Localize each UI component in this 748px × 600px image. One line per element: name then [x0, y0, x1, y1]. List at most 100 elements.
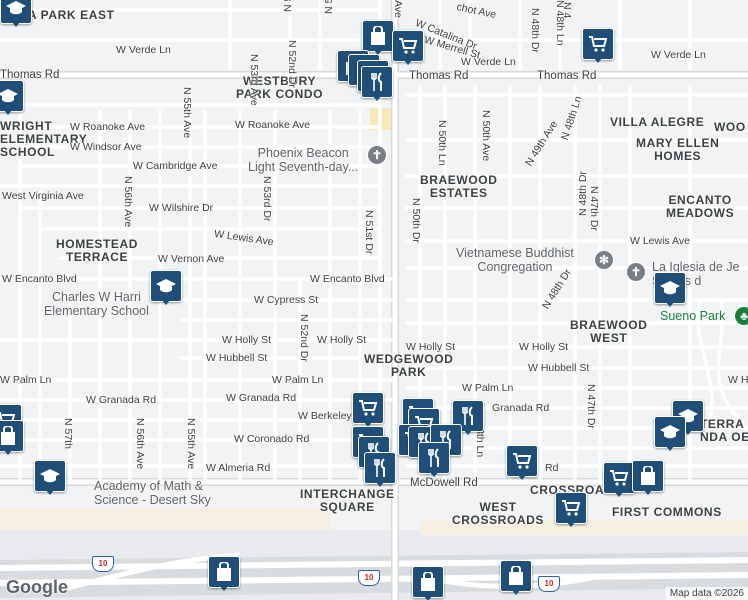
street-label-roanoke: W Roanoke Ave	[70, 121, 146, 133]
school-marker-icon[interactable]	[0, 0, 32, 28]
street-label-granada: W Granada Rd	[226, 392, 297, 404]
shopping-bag-marker-icon[interactable]	[208, 556, 240, 592]
restaurant-marker-icon[interactable]	[364, 452, 396, 488]
school-marker-icon[interactable]	[0, 80, 24, 116]
street-label-almeria: Rd	[545, 462, 559, 474]
street-label-n47dr: N 47th Dr	[588, 186, 600, 231]
street-label-hubbell: W Hubbell St	[206, 352, 268, 364]
street-label-n50ave: N 50th Ave	[480, 110, 492, 162]
street-label-mcdowell: McDowell Rd	[410, 477, 478, 489]
street-label-granada: W Granada Rd	[86, 394, 157, 406]
street-label-verde: W Verde Ln	[651, 49, 706, 61]
interstate-shield: 10	[538, 576, 560, 592]
grocery-store-marker-icon[interactable]	[392, 30, 424, 66]
church-icon[interactable]: ✝	[626, 262, 646, 282]
street-label-hubbell: W Hu	[728, 374, 748, 386]
area-braewood-estates: BRAEWOOD ESTATES	[420, 173, 498, 200]
area-braewood-west: BRAEWOOD WEST	[570, 318, 648, 345]
street-label-roanoke: W Roanoke Ave	[235, 119, 311, 131]
street-label-virginia: West Virginia Ave	[2, 190, 84, 202]
temple-icon[interactable]: ✻	[594, 250, 614, 270]
street-label-almeria: W Almeria Rd	[206, 462, 271, 474]
street-label-palm: W Palm Ln	[272, 374, 324, 386]
street-label-vernon: W Vernon Ave	[158, 253, 225, 265]
street-label-berkeley: W Berkeley	[298, 410, 352, 422]
street-label-verde: W Verde Ln	[116, 44, 171, 56]
street-label-encanto: W Encanto Blvd	[2, 273, 77, 285]
grocery-store-marker-icon[interactable]	[603, 462, 635, 498]
street-label-ave: Ave	[392, 0, 404, 18]
interstate-shield: 10	[92, 556, 114, 572]
poi-phoenix-beacon[interactable]: Phoenix Beacon Light Seventh-day...	[248, 146, 359, 174]
street-label-holly: W Holly St	[519, 341, 569, 353]
street-label-windsor: W Windsor Ave	[70, 141, 142, 153]
park-icon[interactable]: ♣	[734, 306, 748, 326]
shopping-bag-marker-icon[interactable]	[500, 560, 532, 596]
street-label-holly: W Holly St	[317, 334, 367, 346]
restaurant-marker-icon[interactable]	[418, 442, 450, 478]
poi-academy[interactable]: Academy of Math & Science - Desert Sky	[94, 479, 211, 507]
shopping-bag-marker-icon[interactable]	[632, 460, 664, 496]
street-label-granada: Granada Rd	[492, 402, 550, 414]
street-label-encanto: W Encanto Blvd	[310, 273, 385, 285]
street-label-palm: W Palm Ln	[0, 374, 52, 386]
area-wedgewood-park: WEDGEWOOD PARK	[364, 352, 454, 379]
school-marker-icon[interactable]	[150, 270, 182, 306]
street-label-n56ave: N 56th Ave	[134, 418, 146, 470]
street-label-lewis: W Lewis Ave	[630, 235, 690, 247]
area-west-crossroads: WEST CROSSROADS	[452, 500, 545, 527]
restaurant-marker-icon[interactable]	[361, 66, 393, 102]
shopping-bag-marker-icon[interactable]	[0, 420, 24, 456]
shopping-bag-marker-icon[interactable]	[412, 566, 444, 600]
area-homestead: HOMESTEAD TERRACE	[56, 237, 139, 264]
grocery-store-marker-icon[interactable]	[582, 28, 614, 64]
street-label-n53ave: N 53rd Ave	[248, 54, 260, 106]
area-wright: WRIGHT ELEMENTARY SCHOOL	[0, 119, 88, 159]
street-label-wilshire: W Wilshire Dr	[149, 202, 214, 214]
area-westbury: WESTBURY PARK CONDO	[236, 74, 324, 101]
area-first-commons: FIRST COMMONS	[612, 505, 722, 519]
street-label-thomas: Thomas Rd	[537, 70, 597, 82]
street-label-n4: N 4	[561, 2, 573, 19]
street-label-thomas: Thomas Rd	[0, 69, 60, 81]
poi-vietnamese-buddhist[interactable]: Vietnamese Buddhist Congregation	[456, 246, 574, 274]
street-label-n55ave: N 55th Ave	[185, 418, 197, 470]
school-marker-icon[interactable]	[34, 460, 66, 496]
poi-sueno-park[interactable]: Sueno Park	[660, 309, 726, 323]
grocery-store-marker-icon[interactable]	[352, 392, 384, 428]
street-label-n57: N 57th	[62, 418, 74, 449]
poi-charles-harris[interactable]: Charles W Harri Elementary School	[44, 290, 149, 318]
street-label-n51dr: N 51st Dr	[363, 210, 375, 255]
street-label-coronado: W Coronado Rd	[234, 433, 310, 445]
street-label-n52dr: N 52nd Dr	[286, 40, 298, 88]
street-label-n52dr: N 52nd Dr	[298, 314, 310, 362]
street-label-cypress: W Cypress St	[254, 294, 319, 306]
area-mary-ellen: MARY ELLEN HOMES	[636, 136, 720, 163]
google-logo: Google	[6, 577, 68, 597]
school-marker-icon[interactable]	[654, 272, 686, 308]
street-label-n53dr: N 53rd Dr	[261, 176, 273, 222]
area-interchange-square: INTERCHANGE SQUARE	[300, 487, 395, 514]
street-label-holly: W Holly St	[222, 334, 272, 346]
area-woo: WOO	[714, 120, 746, 134]
grocery-store-marker-icon[interactable]	[506, 445, 538, 481]
area-villa-alegre: VILLA ALEGRE	[610, 115, 705, 129]
street-label-n52dr: N 52nd Dr	[323, 0, 335, 14]
grocery-store-marker-icon[interactable]	[555, 492, 587, 528]
street-label-n50dr: N 50th Dr	[410, 198, 422, 243]
church-icon[interactable]: ✝	[367, 145, 387, 165]
street-label-n48dr: N 48th Dr	[529, 8, 541, 53]
street-label-n55ave: N 55th Ave	[181, 87, 193, 139]
street-label-n53ave: N 53rd Ave	[282, 0, 294, 12]
street-label-n56ave: N 56th Ave	[122, 176, 134, 228]
street-label-thomas: Thomas Rd	[409, 70, 469, 82]
area-encanto-meadows: ENCANTO MEADOWS	[666, 193, 735, 220]
street-label-n47dr: N 47th Dr	[585, 384, 597, 429]
street-label-n50ln: N 50th Ln	[436, 120, 448, 166]
street-label-verde: W Verde Ln	[461, 56, 516, 68]
map-attribution[interactable]: Map data ©2026	[665, 587, 748, 600]
interstate-shield: 10	[358, 570, 380, 586]
street-label-holly: W Holly St	[406, 341, 456, 353]
school-marker-icon[interactable]	[654, 416, 686, 452]
